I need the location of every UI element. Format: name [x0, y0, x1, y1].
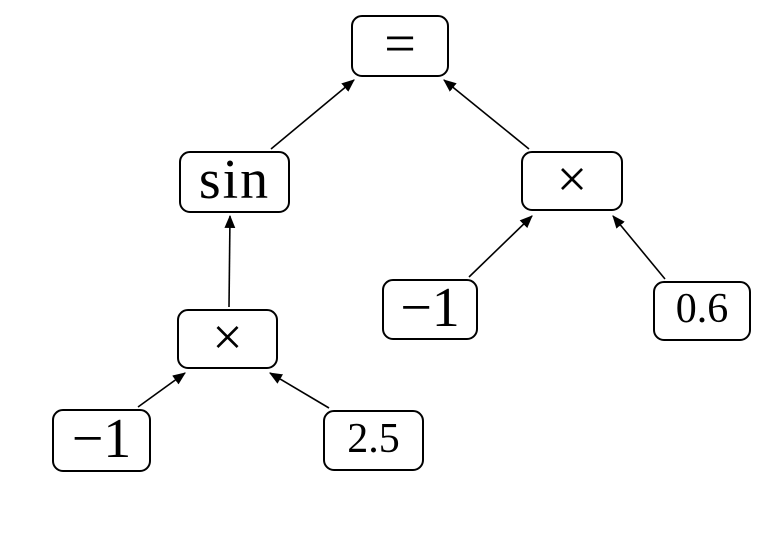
- node-multiply-left-label: ×: [212, 307, 243, 367]
- node-multiply-right: ×: [521, 151, 623, 211]
- node-const-2-5: 2.5: [323, 410, 424, 471]
- node-multiply-right-label: ×: [556, 149, 588, 209]
- node-neg-one-left-label: −1: [71, 407, 132, 470]
- node-sin: sin: [179, 151, 290, 213]
- node-neg-one-right: −1: [382, 279, 478, 340]
- edge-const-2-5-to-multiply-left: [269, 372, 330, 409]
- node-neg-one-right-label: −1: [400, 276, 460, 339]
- node-sin-label: sin: [198, 149, 271, 211]
- edge-sin-to-equals: [270, 79, 355, 150]
- node-const-0-6-label: 0.6: [675, 286, 729, 332]
- edge-multiply-left-to-sin: [224, 214, 236, 308]
- node-const-0-6: 0.6: [653, 281, 751, 341]
- edge-neg-one-left-to-multiply-left: [137, 372, 186, 408]
- edge-const-0-6-to-multiply-right: [612, 215, 666, 280]
- edge-neg-one-right-to-multiply-right: [468, 215, 533, 278]
- node-equals-label: =: [384, 13, 416, 75]
- node-neg-one-left: −1: [52, 409, 151, 472]
- node-const-2-5-label: 2.5: [347, 415, 400, 462]
- node-equals: =: [351, 15, 449, 77]
- node-multiply-left: ×: [177, 309, 278, 369]
- edge-multiply-right-to-equals: [443, 79, 530, 150]
